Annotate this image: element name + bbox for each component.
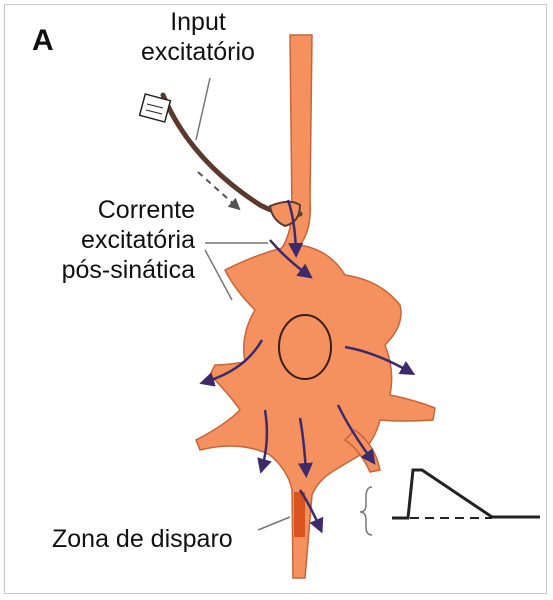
input-label-line2: excitatório bbox=[123, 37, 273, 67]
trigger-leader-line bbox=[258, 517, 290, 530]
postsynaptic-current-label: Corrente excitatória pós-sinática bbox=[45, 195, 195, 285]
neuron-body bbox=[196, 35, 435, 578]
current-label-line3: pós-sinática bbox=[45, 255, 195, 285]
input-leader-line bbox=[196, 78, 210, 140]
excitatory-input-label: Input excitatório bbox=[123, 7, 273, 67]
input-label-line1: Input bbox=[123, 7, 273, 37]
action-potential-trace bbox=[360, 470, 540, 535]
current-label-line1: Corrente bbox=[45, 195, 195, 225]
trigger-zone-segment bbox=[294, 492, 305, 537]
nucleus bbox=[279, 315, 331, 379]
current-label-line2: excitatória bbox=[45, 225, 195, 255]
input-dashed-arrow bbox=[198, 172, 237, 207]
panel-letter: A bbox=[32, 26, 54, 56]
trigger-zone-label: Zona de disparo bbox=[52, 524, 233, 554]
